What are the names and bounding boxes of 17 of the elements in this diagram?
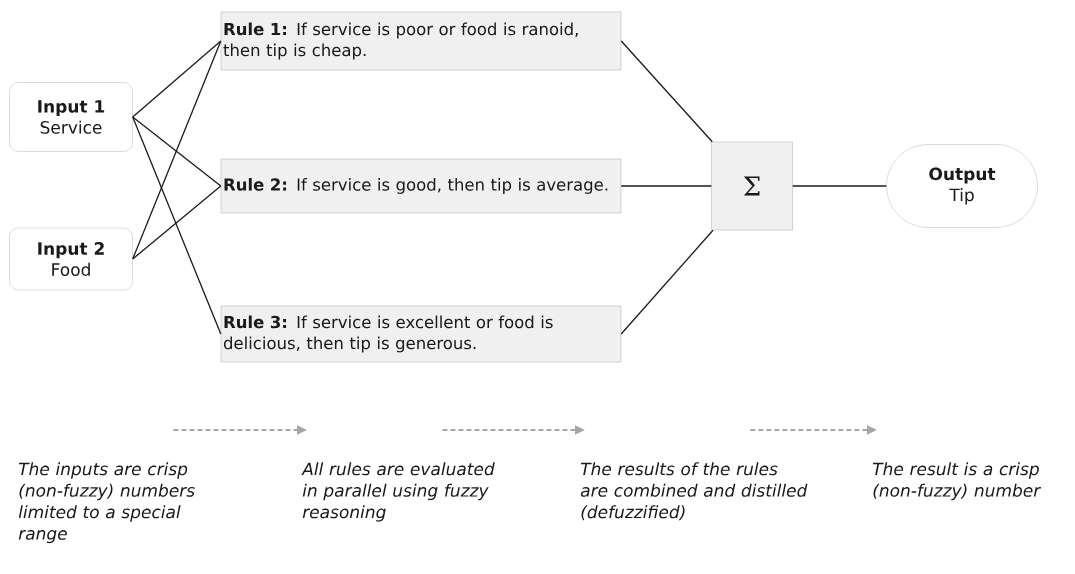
connector-line <box>132 40 222 260</box>
input-box: Input 1 Service <box>9 82 133 152</box>
connector-line <box>132 185 222 260</box>
note-text: The inputs are crisp (non-fuzzy) numbers limited to a special range <box>18 462 195 544</box>
note-text: All rules are evaluated in parallel using fuzzy reasoning <box>301 462 495 522</box>
connector-line <box>620 229 714 335</box>
output-box: Output Tip <box>886 144 1038 228</box>
connector-line <box>132 116 222 187</box>
connector-line <box>620 40 713 143</box>
connector-line <box>792 185 887 187</box>
connector-line <box>132 40 222 118</box>
connector-line <box>620 185 712 187</box>
connector-line <box>132 116 222 335</box>
note-text: The result is a crisp (non-fuzzy) number <box>872 462 1042 501</box>
note-text: The results of the rules are combined and distilled (defuzzified) <box>580 462 808 521</box>
sum-box: Σ <box>711 141 793 231</box>
input-box: Input 2 Food <box>9 227 133 291</box>
